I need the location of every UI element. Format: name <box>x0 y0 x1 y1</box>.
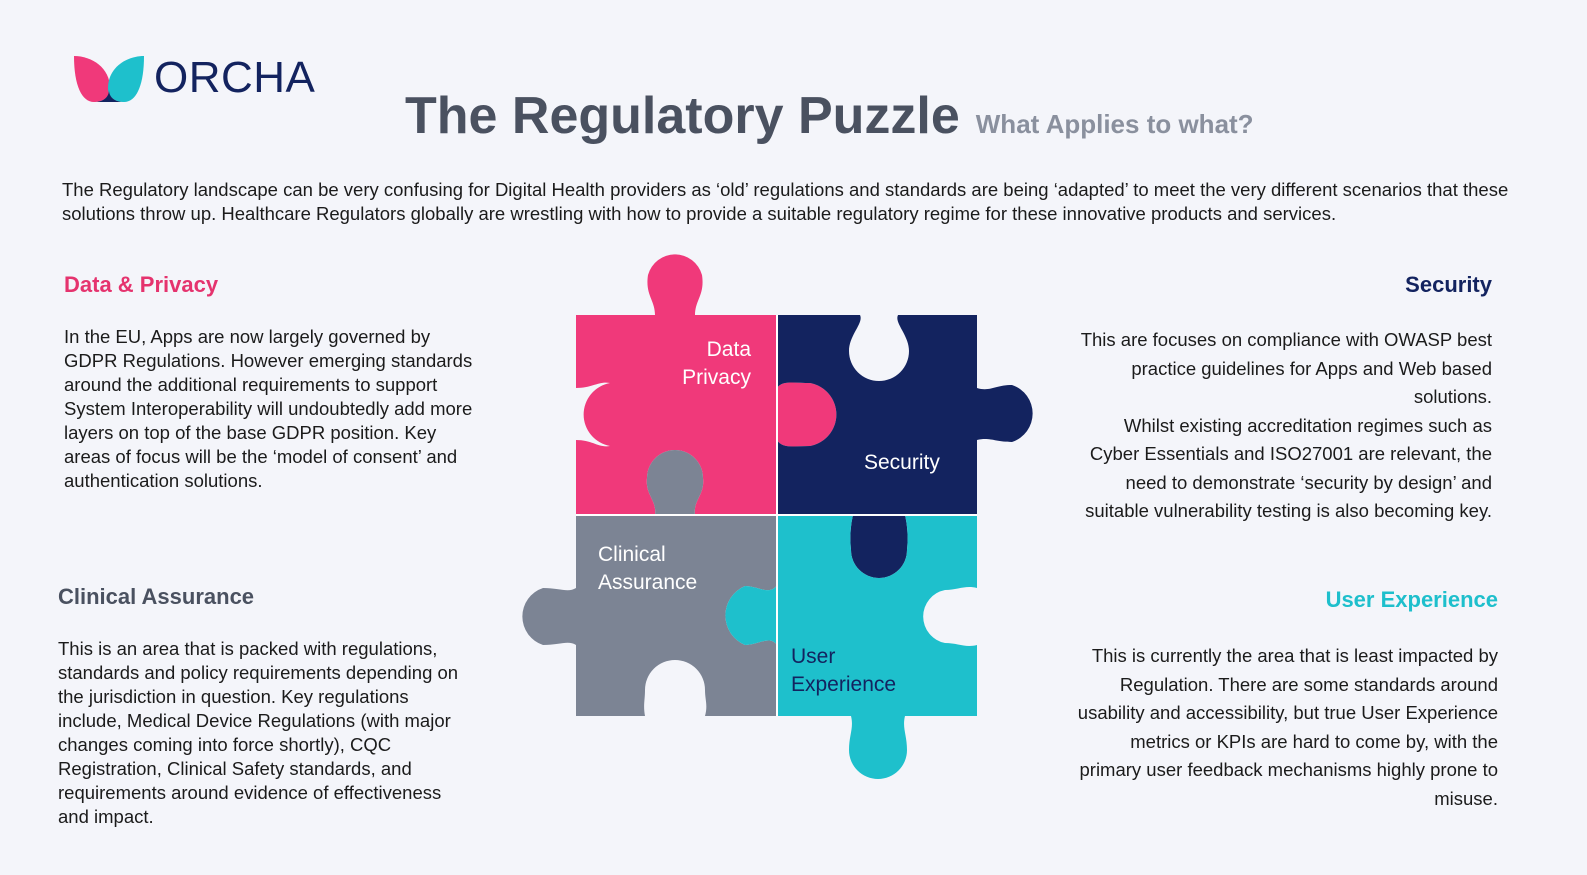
data-privacy-heading: Data & Privacy <box>64 272 219 297</box>
page-subtitle: What Applies to what? <box>975 109 1254 139</box>
puzzle-label-privacy: Privacy <box>682 366 751 389</box>
clinical-assurance-text: This is an area that is packed with regu… <box>58 638 459 827</box>
clinical-assurance-heading: Clinical Assurance <box>58 584 255 609</box>
puzzle-label-assurance: Assurance <box>598 571 697 594</box>
puzzle-piece-data-privacy <box>576 254 837 516</box>
user-experience-heading: User Experience <box>1325 587 1498 612</box>
data-privacy-text: In the EU, Apps are now largely governed… <box>64 326 473 491</box>
puzzle-piece-clinical-assurance <box>522 450 777 716</box>
puzzle-label-user: User <box>791 645 835 668</box>
puzzle-label-data: Data <box>707 338 752 361</box>
puzzle-label-experience: Experience <box>791 673 896 696</box>
puzzle-label-clinical: Clinical <box>598 543 666 566</box>
user-experience-text: This is currently the area that is least… <box>1077 645 1498 809</box>
orcha-logo-mark <box>74 56 144 102</box>
puzzle-diagram: Data Privacy Security Clinical Assurance… <box>522 254 1033 779</box>
puzzle-piece-security <box>777 315 1033 578</box>
orcha-logo: ORCHA <box>72 52 315 104</box>
security-text-part-2: Whilst existing accreditation regimes su… <box>1085 414 1492 522</box>
title-row: The Regulatory Puzzle What Applies to wh… <box>405 86 1254 146</box>
intro-paragraph: The Regulatory landscape can be very con… <box>62 179 1509 224</box>
security-text: This are focuses on compliance with OWAS… <box>1072 326 1492 526</box>
security-heading: Security <box>1405 272 1492 297</box>
orcha-wordmark: ORCHA <box>154 53 316 102</box>
puzzle-label-security: Security <box>864 451 940 474</box>
security-text-part-1: This are focuses on compliance with OWAS… <box>1080 329 1492 407</box>
puzzle-piece-user-experience <box>725 515 977 779</box>
page-title: The Regulatory Puzzle <box>405 87 960 145</box>
